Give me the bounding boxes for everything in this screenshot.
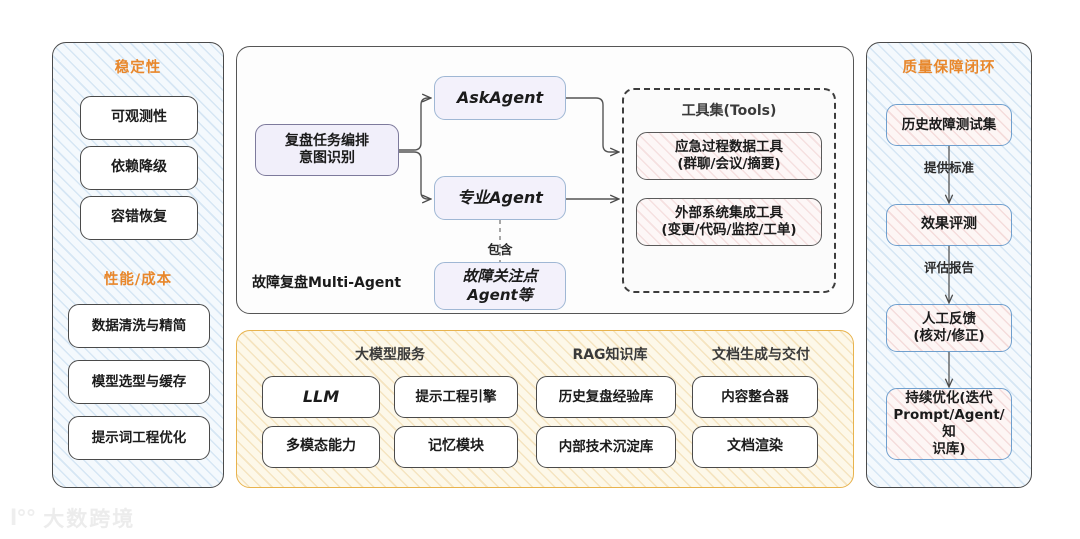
watermark: l°° 大数跨境 xyxy=(10,503,135,533)
right-panel-title: 质量保障闭环 xyxy=(902,60,996,76)
bottom-group-title-doc-delivery: 文档生成与交付 xyxy=(712,347,810,363)
left-item-prompt-optimization[interactable]: 提示词工程优化 xyxy=(68,416,210,460)
left-section-title-0: 稳定性 xyxy=(114,60,162,76)
qa-edge-label-evaluation-report: 评估报告 xyxy=(923,260,974,275)
bottom-item-memory-module[interactable]: 记忆模块 xyxy=(394,426,518,468)
node-fault-focus-agent[interactable]: 故障关注点 Agent等 xyxy=(434,262,566,310)
tools-group xyxy=(622,88,836,293)
center-panel-caption: 故障复盘Multi-Agent xyxy=(252,275,402,291)
left-item-model-selection-cache[interactable]: 模型选型与缓存 xyxy=(68,360,210,404)
tool-external-system-integration[interactable]: 外部系统集成工具 (变更/代码/监控/工单) xyxy=(636,198,822,246)
left-item-dependency-degrade[interactable]: 依赖降级 xyxy=(80,146,198,190)
bottom-item-doc-render[interactable]: 文档渲染 xyxy=(692,426,818,468)
tool-incident-process-data[interactable]: 应急过程数据工具 (群聊/会议/摘要) xyxy=(636,132,822,180)
left-item-observability[interactable]: 可观测性 xyxy=(80,96,198,140)
node-ask-agent[interactable]: AskAgent xyxy=(434,76,566,120)
bottom-item-llm[interactable]: LLM xyxy=(262,376,380,418)
qa-edge-label-provide-standard: 提供标准 xyxy=(923,160,974,175)
node-task-orchestration[interactable]: 复盘任务编排 意图识别 xyxy=(255,124,399,176)
bottom-item-prompt-engine[interactable]: 提示工程引擎 xyxy=(394,376,518,418)
edge-label-contains: 包含 xyxy=(487,242,513,257)
bottom-group-title-llm-service: 大模型服务 xyxy=(355,347,425,363)
left-section-title-1: 性能/成本 xyxy=(103,272,173,288)
tools-group-title: 工具集(Tools) xyxy=(681,103,777,119)
bottom-group-title-rag: RAG知识库 xyxy=(572,347,648,363)
watermark-text: 大数跨境 xyxy=(43,507,136,531)
bottom-item-internal-tech-base[interactable]: 内部技术沉淀库 xyxy=(536,426,676,468)
qa-node-history-test-set[interactable]: 历史故障测试集 xyxy=(886,104,1012,146)
bottom-item-history-experience-base[interactable]: 历史复盘经验库 xyxy=(536,376,676,418)
bottom-item-multimodal[interactable]: 多模态能力 xyxy=(262,426,380,468)
qa-node-effect-evaluation[interactable]: 效果评测 xyxy=(886,204,1012,246)
left-item-data-cleaning[interactable]: 数据清洗与精简 xyxy=(68,304,210,348)
left-item-fault-recovery[interactable]: 容错恢复 xyxy=(80,196,198,240)
watermark-logo-icon: l°° xyxy=(10,506,36,530)
qa-node-human-feedback[interactable]: 人工反馈 (核对/修正) xyxy=(886,304,1012,352)
qa-node-continuous-optimization[interactable]: 持续优化(迭代 Prompt/Agent/知 识库) xyxy=(886,388,1012,460)
bottom-item-content-aggregator[interactable]: 内容整合器 xyxy=(692,376,818,418)
node-professional-agent[interactable]: 专业Agent xyxy=(434,176,566,220)
